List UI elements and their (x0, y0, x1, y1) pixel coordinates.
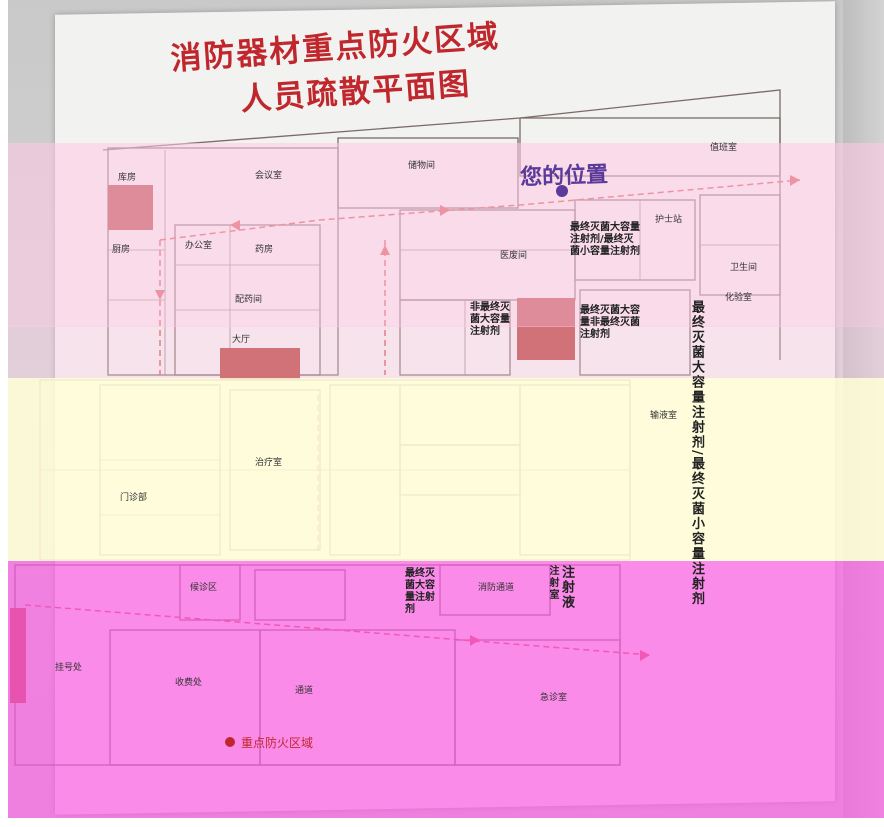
info-block: 最终灭菌大容量注射剂/最终灭菌小容量注射剂 (570, 222, 640, 257)
room-label: 消防通道 (478, 583, 515, 593)
color-artifact-band (8, 143, 884, 327)
room-label: 候诊区 (190, 583, 218, 593)
room-label: 治疗室 (255, 458, 283, 468)
room-label: 输液室 (650, 411, 678, 421)
room-label: 医废间 (500, 251, 528, 261)
info-block: 注射液 (559, 565, 574, 610)
room-label: 大厅 (232, 335, 251, 345)
info-block: 最终灭菌大容量非最终灭菌注射剂 (580, 305, 640, 340)
room-label: 厨房 (112, 245, 131, 255)
fire-zone-marker (220, 348, 300, 380)
color-artifact-band (8, 561, 884, 818)
room-label: 药房 (255, 245, 274, 255)
color-artifact-band (8, 326, 884, 378)
color-artifact-band (8, 378, 884, 561)
room-label: 门诊部 (120, 493, 148, 503)
room-label: 库房 (118, 173, 137, 183)
you-are-here-marker (556, 185, 568, 197)
room-label: 会议室 (255, 171, 283, 181)
room-label: 配药间 (235, 295, 263, 305)
info-block: 非最终灭菌大容量注射剂 (470, 302, 510, 337)
room-label: 注射室 (547, 565, 558, 601)
bottom-edge (8, 818, 884, 827)
room-label: 卫生间 (730, 263, 758, 273)
fire-zone-legend-label: 重点防火区域 (241, 736, 314, 750)
room-label: 通道 (295, 686, 314, 696)
room-label: 化验室 (725, 293, 753, 303)
room-label: 收费处 (175, 678, 203, 688)
fire-zone-legend-icon (225, 737, 235, 747)
room-label: 值班室 (710, 143, 738, 153)
room-label: 办公室 (185, 241, 213, 251)
info-block: 最终灭菌大容量注射剂/最终灭菌小容量注射剂 (689, 300, 704, 607)
info-block: 最终灭菌大容量注射剂 (405, 568, 435, 615)
room-label: 储物间 (408, 161, 436, 171)
room-label: 护士站 (655, 215, 683, 225)
room-label: 挂号处 (55, 663, 83, 673)
room-label: 急诊室 (540, 693, 568, 703)
